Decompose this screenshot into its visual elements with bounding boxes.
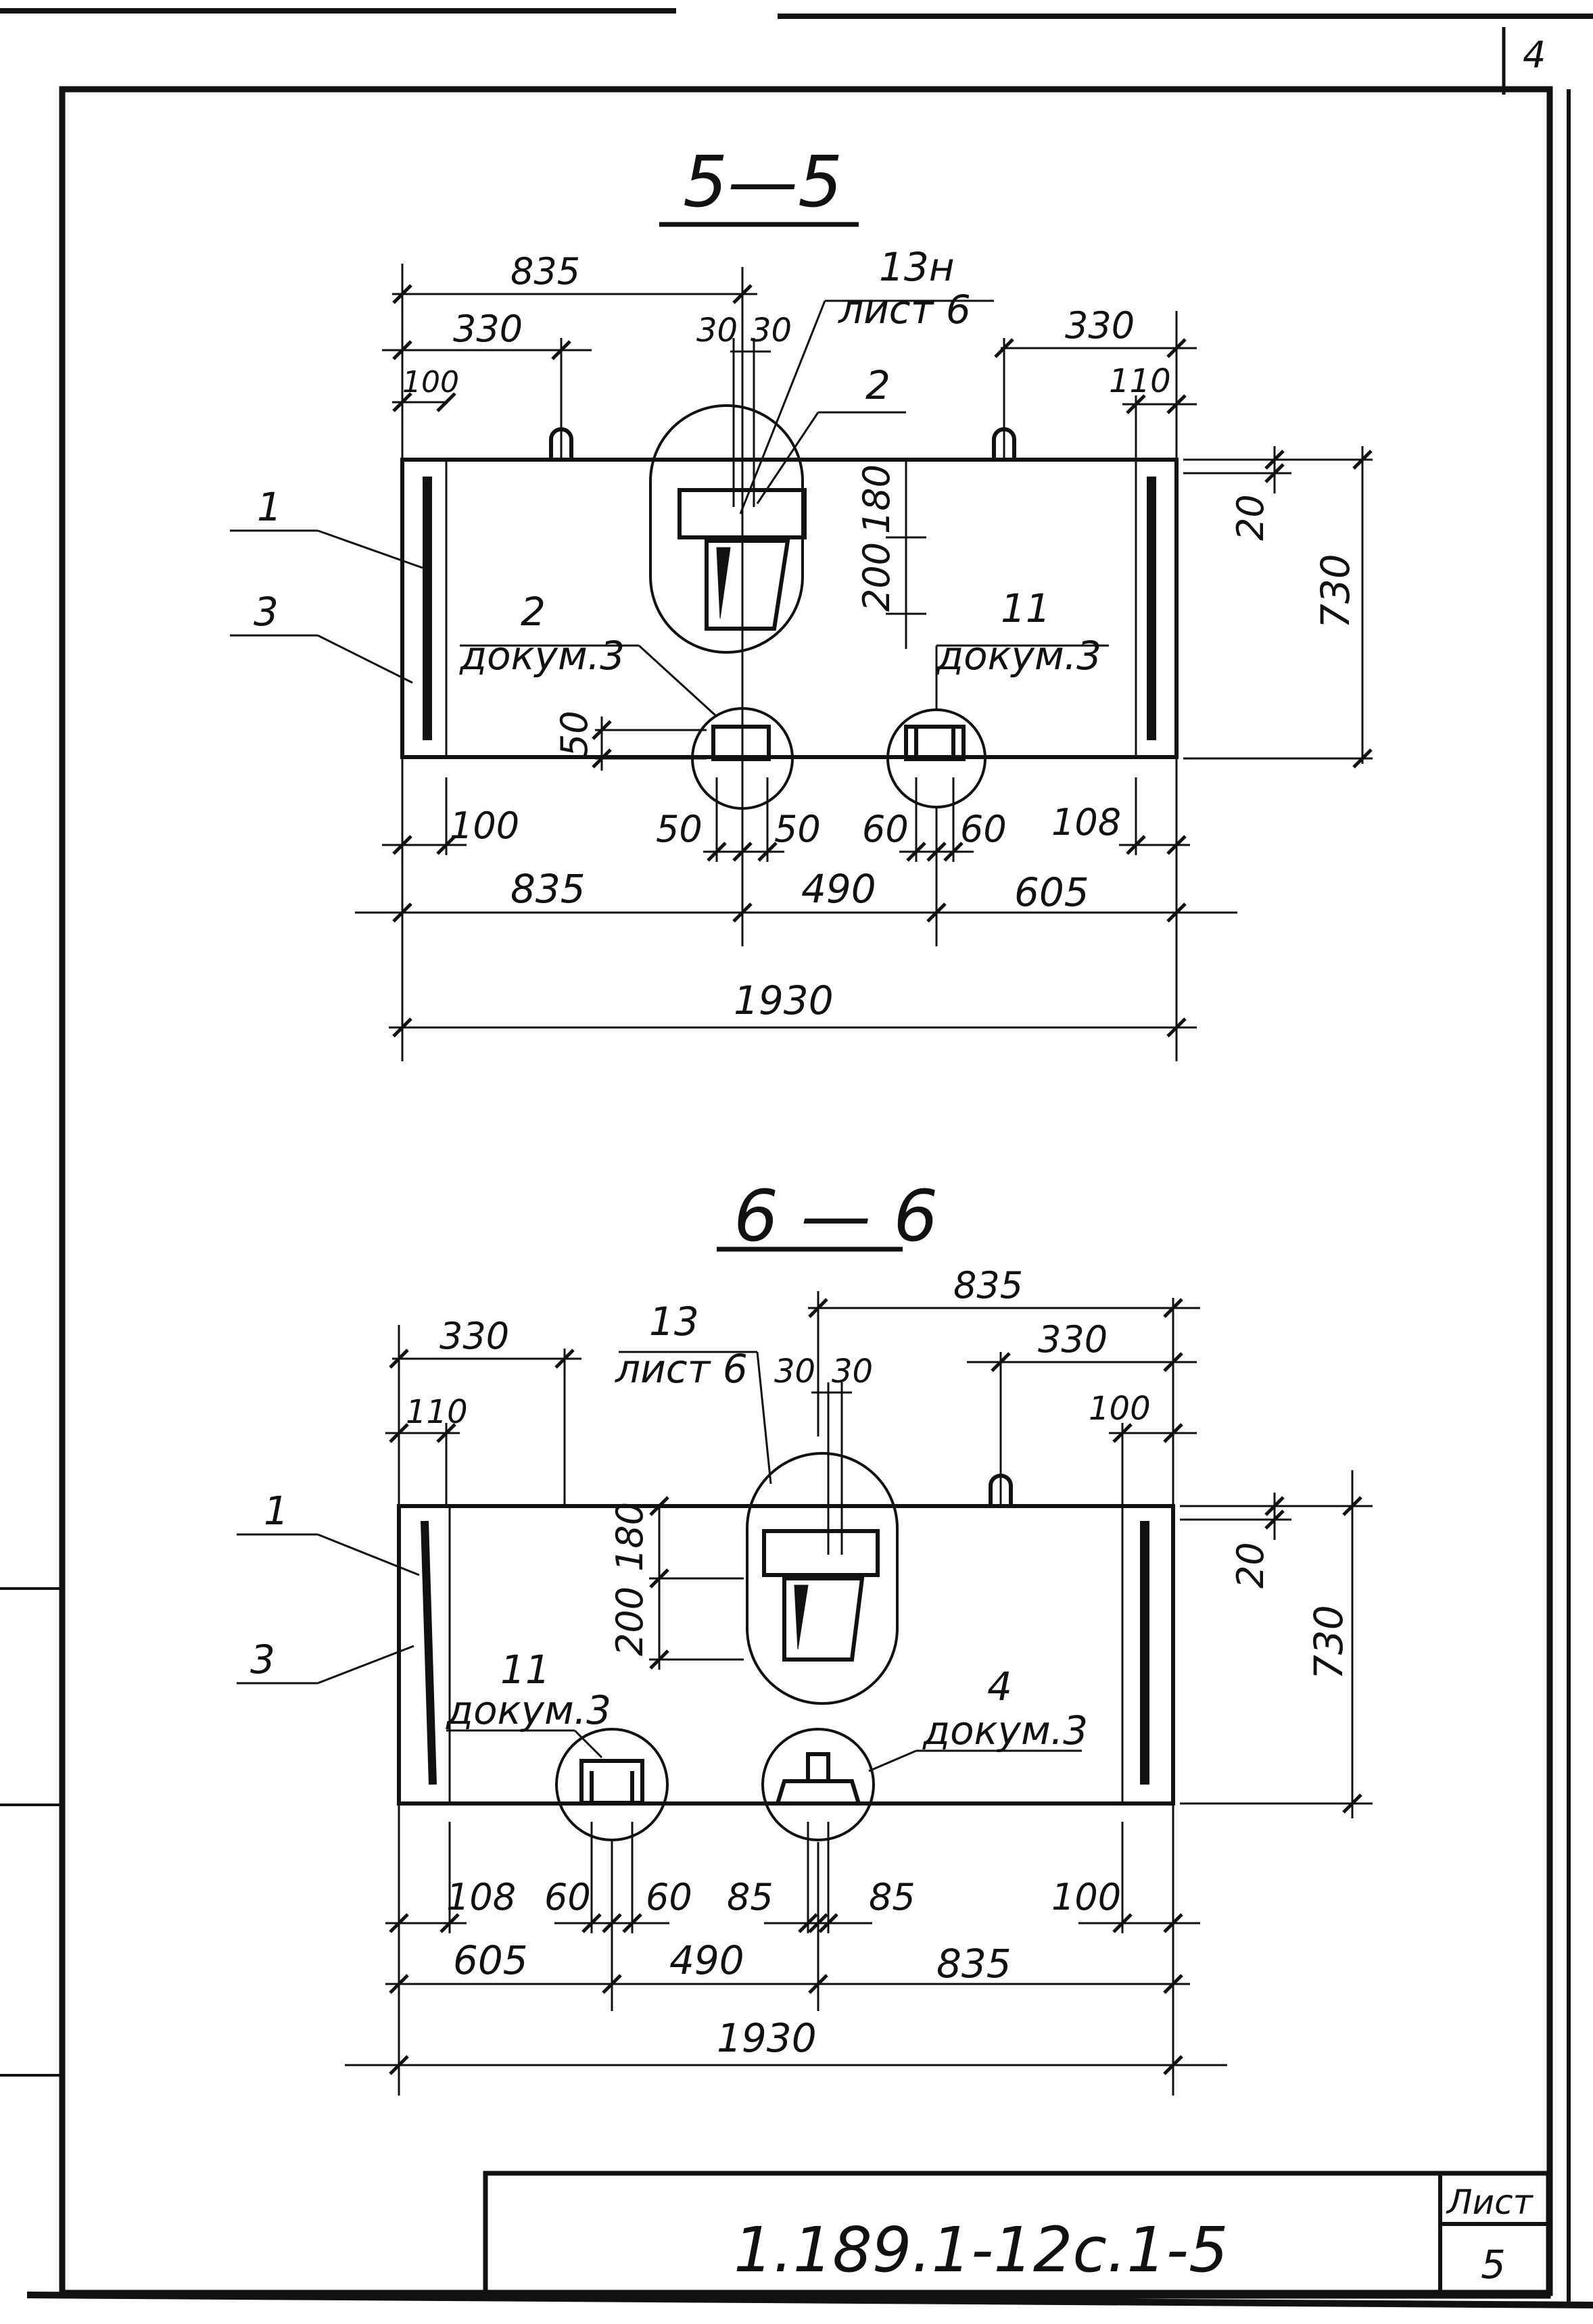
document-code: 1.189.1-12с.1-5 bbox=[734, 2214, 1229, 2286]
dim-5-bottom-50b: 50 bbox=[774, 808, 821, 850]
dim-6-bottom-100: 100 bbox=[1051, 1876, 1121, 1918]
dim-6-bottom-60a: 60 bbox=[544, 1876, 591, 1918]
dim-5-bottom-60a: 60 bbox=[862, 808, 909, 850]
dim-5-bottom-605: 605 bbox=[1014, 869, 1089, 915]
dim-6-bottom-85a: 85 bbox=[727, 1876, 774, 1918]
dim-6-top-30a: 30 bbox=[774, 1353, 815, 1390]
dim-5-bottom-100: 100 bbox=[450, 804, 519, 847]
section-6-title: 6 — 6 bbox=[734, 1175, 938, 1257]
dim-6-bottom-605: 605 bbox=[453, 1937, 528, 1983]
dim-5-inner-50: 50 bbox=[553, 710, 596, 757]
dim-5-inner-180: 180 bbox=[855, 464, 898, 534]
label-5-callout-11: 11 bbox=[1001, 585, 1051, 631]
dim-ticks-6 bbox=[389, 1298, 1362, 2075]
dim-6-inner-180: 180 bbox=[609, 1502, 651, 1572]
dim-lines-5 bbox=[230, 264, 1373, 1061]
label-5-callout-13n: 13н bbox=[879, 244, 955, 290]
dim-5-right-20: 20 bbox=[1229, 494, 1272, 541]
dim-5-top-110: 110 bbox=[1109, 362, 1171, 400]
section-6-6: 6 — 6 bbox=[237, 1175, 1373, 2096]
label-6-item-3: 3 bbox=[250, 1637, 275, 1683]
dim-6-right-20: 20 bbox=[1229, 1542, 1272, 1589]
dim-5-right-730: 730 bbox=[1312, 554, 1358, 629]
slab-outline-5 bbox=[400, 404, 1179, 810]
dim-5-top-100: 100 bbox=[402, 365, 459, 400]
section-5-title: 5—5 bbox=[683, 141, 842, 223]
label-5-item-3: 3 bbox=[254, 589, 279, 635]
dim-5-bottom-60b: 60 bbox=[960, 808, 1007, 850]
dim-ticks-5 bbox=[392, 284, 1373, 1038]
dim-6-bottom-85b: 85 bbox=[869, 1876, 916, 1918]
dim-5-top-330-right: 330 bbox=[1065, 304, 1135, 347]
dim-5-total-1930: 1930 bbox=[734, 977, 834, 1023]
dim-6-top-100: 100 bbox=[1089, 1390, 1151, 1428]
dim-6-top-330-left: 330 bbox=[439, 1315, 509, 1357]
dim-5-bottom-108: 108 bbox=[1051, 801, 1121, 844]
dim-5-inner-200: 200 bbox=[855, 542, 898, 612]
dim-6-top-835: 835 bbox=[953, 1264, 1023, 1307]
title-block bbox=[483, 2171, 1551, 2299]
label-5-callout-2-doc: докум.3 bbox=[459, 633, 625, 679]
sheet-frame bbox=[0, 8, 1593, 2308]
dim-5-top-30a: 30 bbox=[696, 312, 738, 349]
dim-6-bottom-490: 490 bbox=[669, 1937, 744, 1983]
label-6-callout-4: 4 bbox=[987, 1664, 1012, 1710]
label-5-callout-2: 2 bbox=[521, 589, 546, 635]
dim-6-bottom-108: 108 bbox=[446, 1876, 516, 1918]
dim-5-top-330-left: 330 bbox=[453, 308, 523, 350]
dim-5-bottom-50a: 50 bbox=[656, 808, 703, 850]
dim-6-total-1930: 1930 bbox=[717, 2015, 817, 2061]
dim-6-top-30b: 30 bbox=[832, 1353, 873, 1390]
sheet-number: 5 bbox=[1481, 2242, 1506, 2287]
label-6-callout-11: 11 bbox=[500, 1647, 550, 1693]
sheet-label: Лист bbox=[1446, 2183, 1534, 2222]
label-5-item-1: 1 bbox=[257, 484, 282, 530]
dim-6-top-110: 110 bbox=[406, 1393, 468, 1431]
label-5-callout-11-doc: докум.3 bbox=[936, 633, 1101, 679]
label-5-item-2: 2 bbox=[865, 362, 890, 408]
label-5-callout-sheet6: лист 6 bbox=[838, 287, 971, 333]
dim-6-top-330-right: 330 bbox=[1038, 1318, 1108, 1361]
section-5-5: 5—5 bbox=[230, 141, 1373, 1061]
label-6-callout-4-doc: докум.3 bbox=[922, 1708, 1088, 1753]
dim-5-bottom-490: 490 bbox=[801, 866, 876, 912]
label-6-callout-sheet6: лист 6 bbox=[615, 1346, 748, 1392]
dim-5-top-30b: 30 bbox=[751, 312, 792, 349]
label-6-item-1: 1 bbox=[264, 1488, 289, 1534]
dim-6-right-730: 730 bbox=[1306, 1605, 1352, 1680]
dim-5-top-835: 835 bbox=[510, 250, 580, 293]
dim-6-bottom-60b: 60 bbox=[646, 1876, 692, 1918]
label-6-callout-13: 13 bbox=[649, 1299, 699, 1345]
corner-sheet-mark: 4 bbox=[1523, 34, 1546, 76]
dim-5-bottom-835: 835 bbox=[510, 866, 586, 912]
dim-6-inner-200: 200 bbox=[609, 1587, 651, 1656]
label-6-callout-11-doc: докум.3 bbox=[446, 1687, 611, 1733]
dim-6-bottom-835: 835 bbox=[936, 1941, 1012, 1987]
